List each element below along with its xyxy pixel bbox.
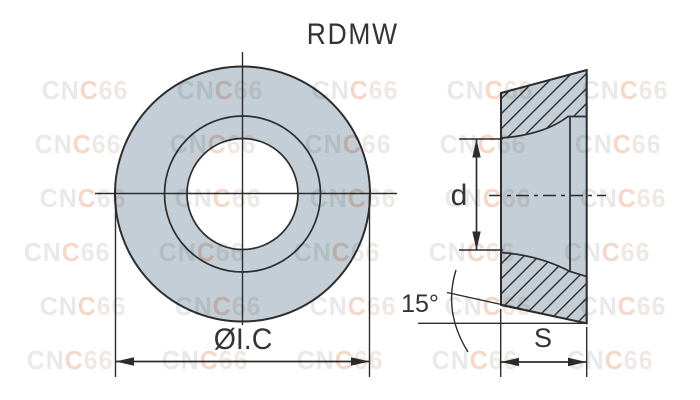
d-arrow-up — [472, 139, 481, 158]
clearance-angle-label: 15° — [401, 290, 439, 318]
s-arrow-left — [500, 357, 519, 367]
inscribed-circle-diameter-label: ØI.C — [213, 323, 273, 356]
s-dimension — [500, 309, 588, 377]
angle-dimension — [418, 269, 587, 353]
s-arrow-right — [568, 357, 587, 367]
angle-slant-line — [446, 291, 587, 324]
insert-designation-title: RDMW — [306, 18, 399, 51]
d-dimension — [459, 138, 503, 251]
section-hatch-top — [500, 68, 588, 139]
side-view — [489, 68, 606, 325]
angle-arc — [450, 269, 469, 353]
d-arrow-down — [472, 231, 481, 250]
section-hatch-bottom — [500, 251, 588, 325]
hole-diameter-label: d — [450, 179, 468, 212]
thickness-label: S — [533, 323, 552, 353]
ic-dimension — [114, 196, 371, 377]
ic-arrow-right — [351, 357, 370, 366]
ic-arrow-left — [115, 357, 134, 366]
front-view — [95, 52, 397, 325]
